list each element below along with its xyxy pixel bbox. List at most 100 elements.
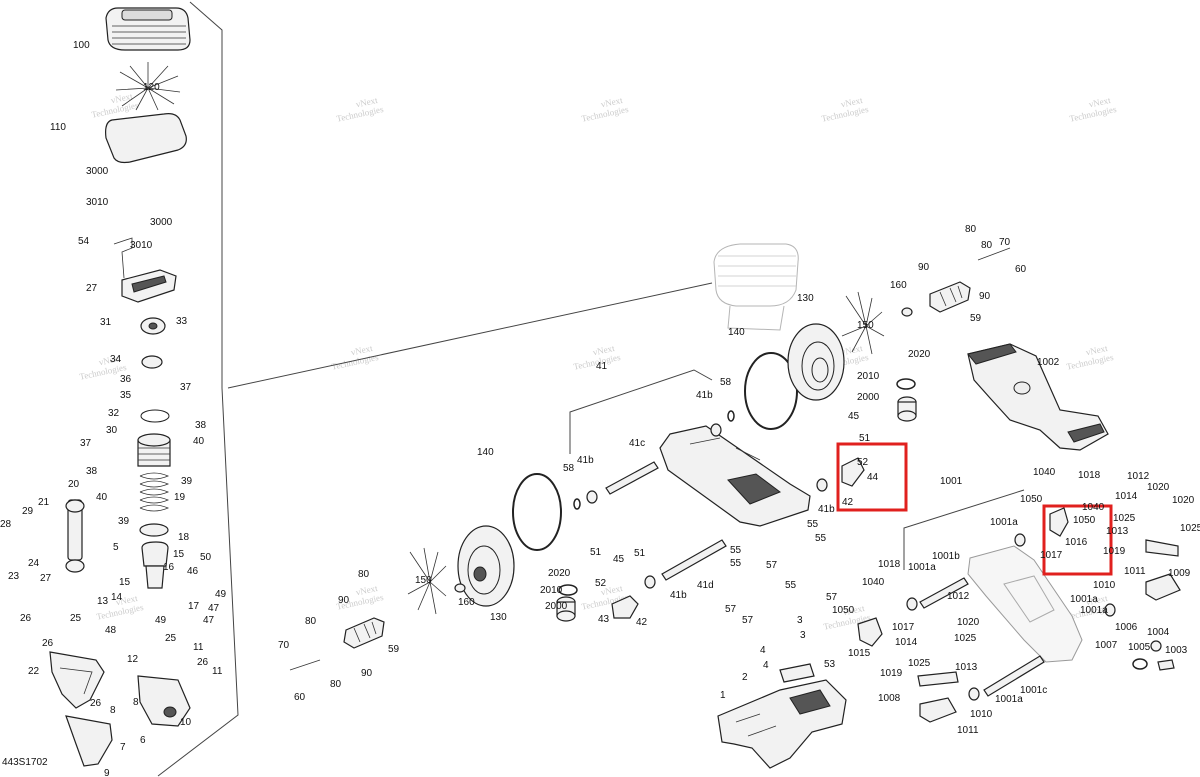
callout-label: 1007 [1095,640,1118,651]
callout-label: 60 [1015,264,1027,275]
callout-label: 1018 [878,559,901,570]
callout-label: 36 [120,374,132,385]
callout-label: 4 [760,645,766,656]
watermark-text: vNext [355,583,379,597]
watermark-text: vNext [600,95,624,109]
callout-label: 1025 [1113,513,1136,524]
callout-label: 3010 [86,197,109,208]
callout-label: 3000 [150,217,173,228]
lever-54 [113,237,133,279]
callout-label: 1040 [1033,467,1056,478]
watermark-text: vNext [1085,343,1109,357]
callout-label: 26 [20,613,32,624]
callout-label: 47 [208,603,220,614]
callout-label: 48 [105,625,117,636]
callout-label: 46 [187,566,199,577]
callout-label: 37 [80,438,92,449]
callout-label: 51 [859,433,871,444]
watermark-text: vNext [842,603,866,617]
cover-130-upper [787,323,845,401]
callout-label: 24 [28,558,40,569]
callout-label: 90 [918,262,930,273]
callout-label: 80 [305,616,317,627]
diagram-code-label: 443S1702 [2,757,48,768]
callout-label: 1040 [862,577,885,588]
bushing-1001a-d [1104,603,1116,617]
housing-22 [49,651,105,709]
callout-label: 160 [458,597,475,608]
plate-2 [779,663,815,683]
cylinder-head-27 [121,269,177,303]
callout-label: 35 [120,390,132,401]
callout-label: 1004 [1147,627,1170,638]
callout-label: 60 [294,692,306,703]
callout-label: 39 [181,476,193,487]
callout-label: 1020 [1172,495,1195,506]
ring-2010-lower [558,584,578,596]
callout-label: 45 [848,411,860,422]
highlight-box-right-bracket [1042,504,1113,576]
callout-label: 50 [200,552,212,563]
callout-label: 27 [40,573,52,584]
callout-label: 18 [178,532,190,543]
callout-label: 150 [857,320,874,331]
callout-label: 140 [728,327,745,338]
piston-5 [141,541,169,589]
callout-label: 29 [22,506,34,517]
callout-label: 9 [104,768,110,777]
callout-label: 5 [113,542,119,553]
callout-label: 110 [50,122,66,133]
callout-label: 57 [725,604,737,615]
bolt-ring-120 [115,62,181,111]
callout-label: 58 [563,463,575,474]
clip-1003 [1157,659,1175,671]
bolt-ring-150-upper [841,291,885,355]
callout-label: 1017 [1040,550,1063,561]
manifold-10 [137,675,191,727]
watermark-text: vNext [840,95,864,109]
callout-label: 2000 [545,601,568,612]
callout-label: 13 [97,596,109,607]
bushing-1001a-a [1014,533,1026,547]
bushing-41b-a [586,490,598,504]
callout-label: 55 [730,545,742,556]
callout-label: 80 [330,679,342,690]
callout-label: 1008 [878,693,901,704]
callout-label: 1050 [1020,494,1043,505]
callout-label: 55 [807,519,819,530]
rod-60-lower [289,659,321,671]
callout-label: 1001 [940,476,963,487]
left-group-bracket [157,1,239,777]
callout-label: 19 [174,492,186,503]
bracket-1001-line [903,489,1025,570]
watermark-text: vNext [350,343,374,357]
callout-label: 42 [842,497,854,508]
ring-32 [140,409,170,423]
callout-label: 15 [119,577,131,588]
callout-label: 1003 [1165,645,1188,656]
callout-label: 37 [180,382,192,393]
callout-label: 26 [42,638,54,649]
callout-label: 160 [890,280,907,291]
callout-label: 1001a [995,694,1023,705]
callout-label: 44 [867,472,879,483]
callout-label: 41 [596,361,608,372]
bracket-1015 [857,617,883,647]
callout-label: 41d [697,580,714,591]
callout-label: 8 [110,705,116,716]
bracket-41-line [569,369,713,454]
callout-label: 38 [86,466,98,477]
callout-label: 52 [857,457,869,468]
callout-label: 1005 [1128,642,1151,653]
engine-connector-line [227,282,713,389]
callout-label: 1012 [947,591,970,602]
callout-label: 38 [195,420,207,431]
callout-label: 2020 [548,568,571,579]
gasket-ring-140-lower [512,473,562,551]
callout-label: 17 [188,601,200,612]
callout-label: 41c [629,438,645,449]
callout-label: 2020 [908,349,931,360]
callout-label: 59 [388,644,400,655]
